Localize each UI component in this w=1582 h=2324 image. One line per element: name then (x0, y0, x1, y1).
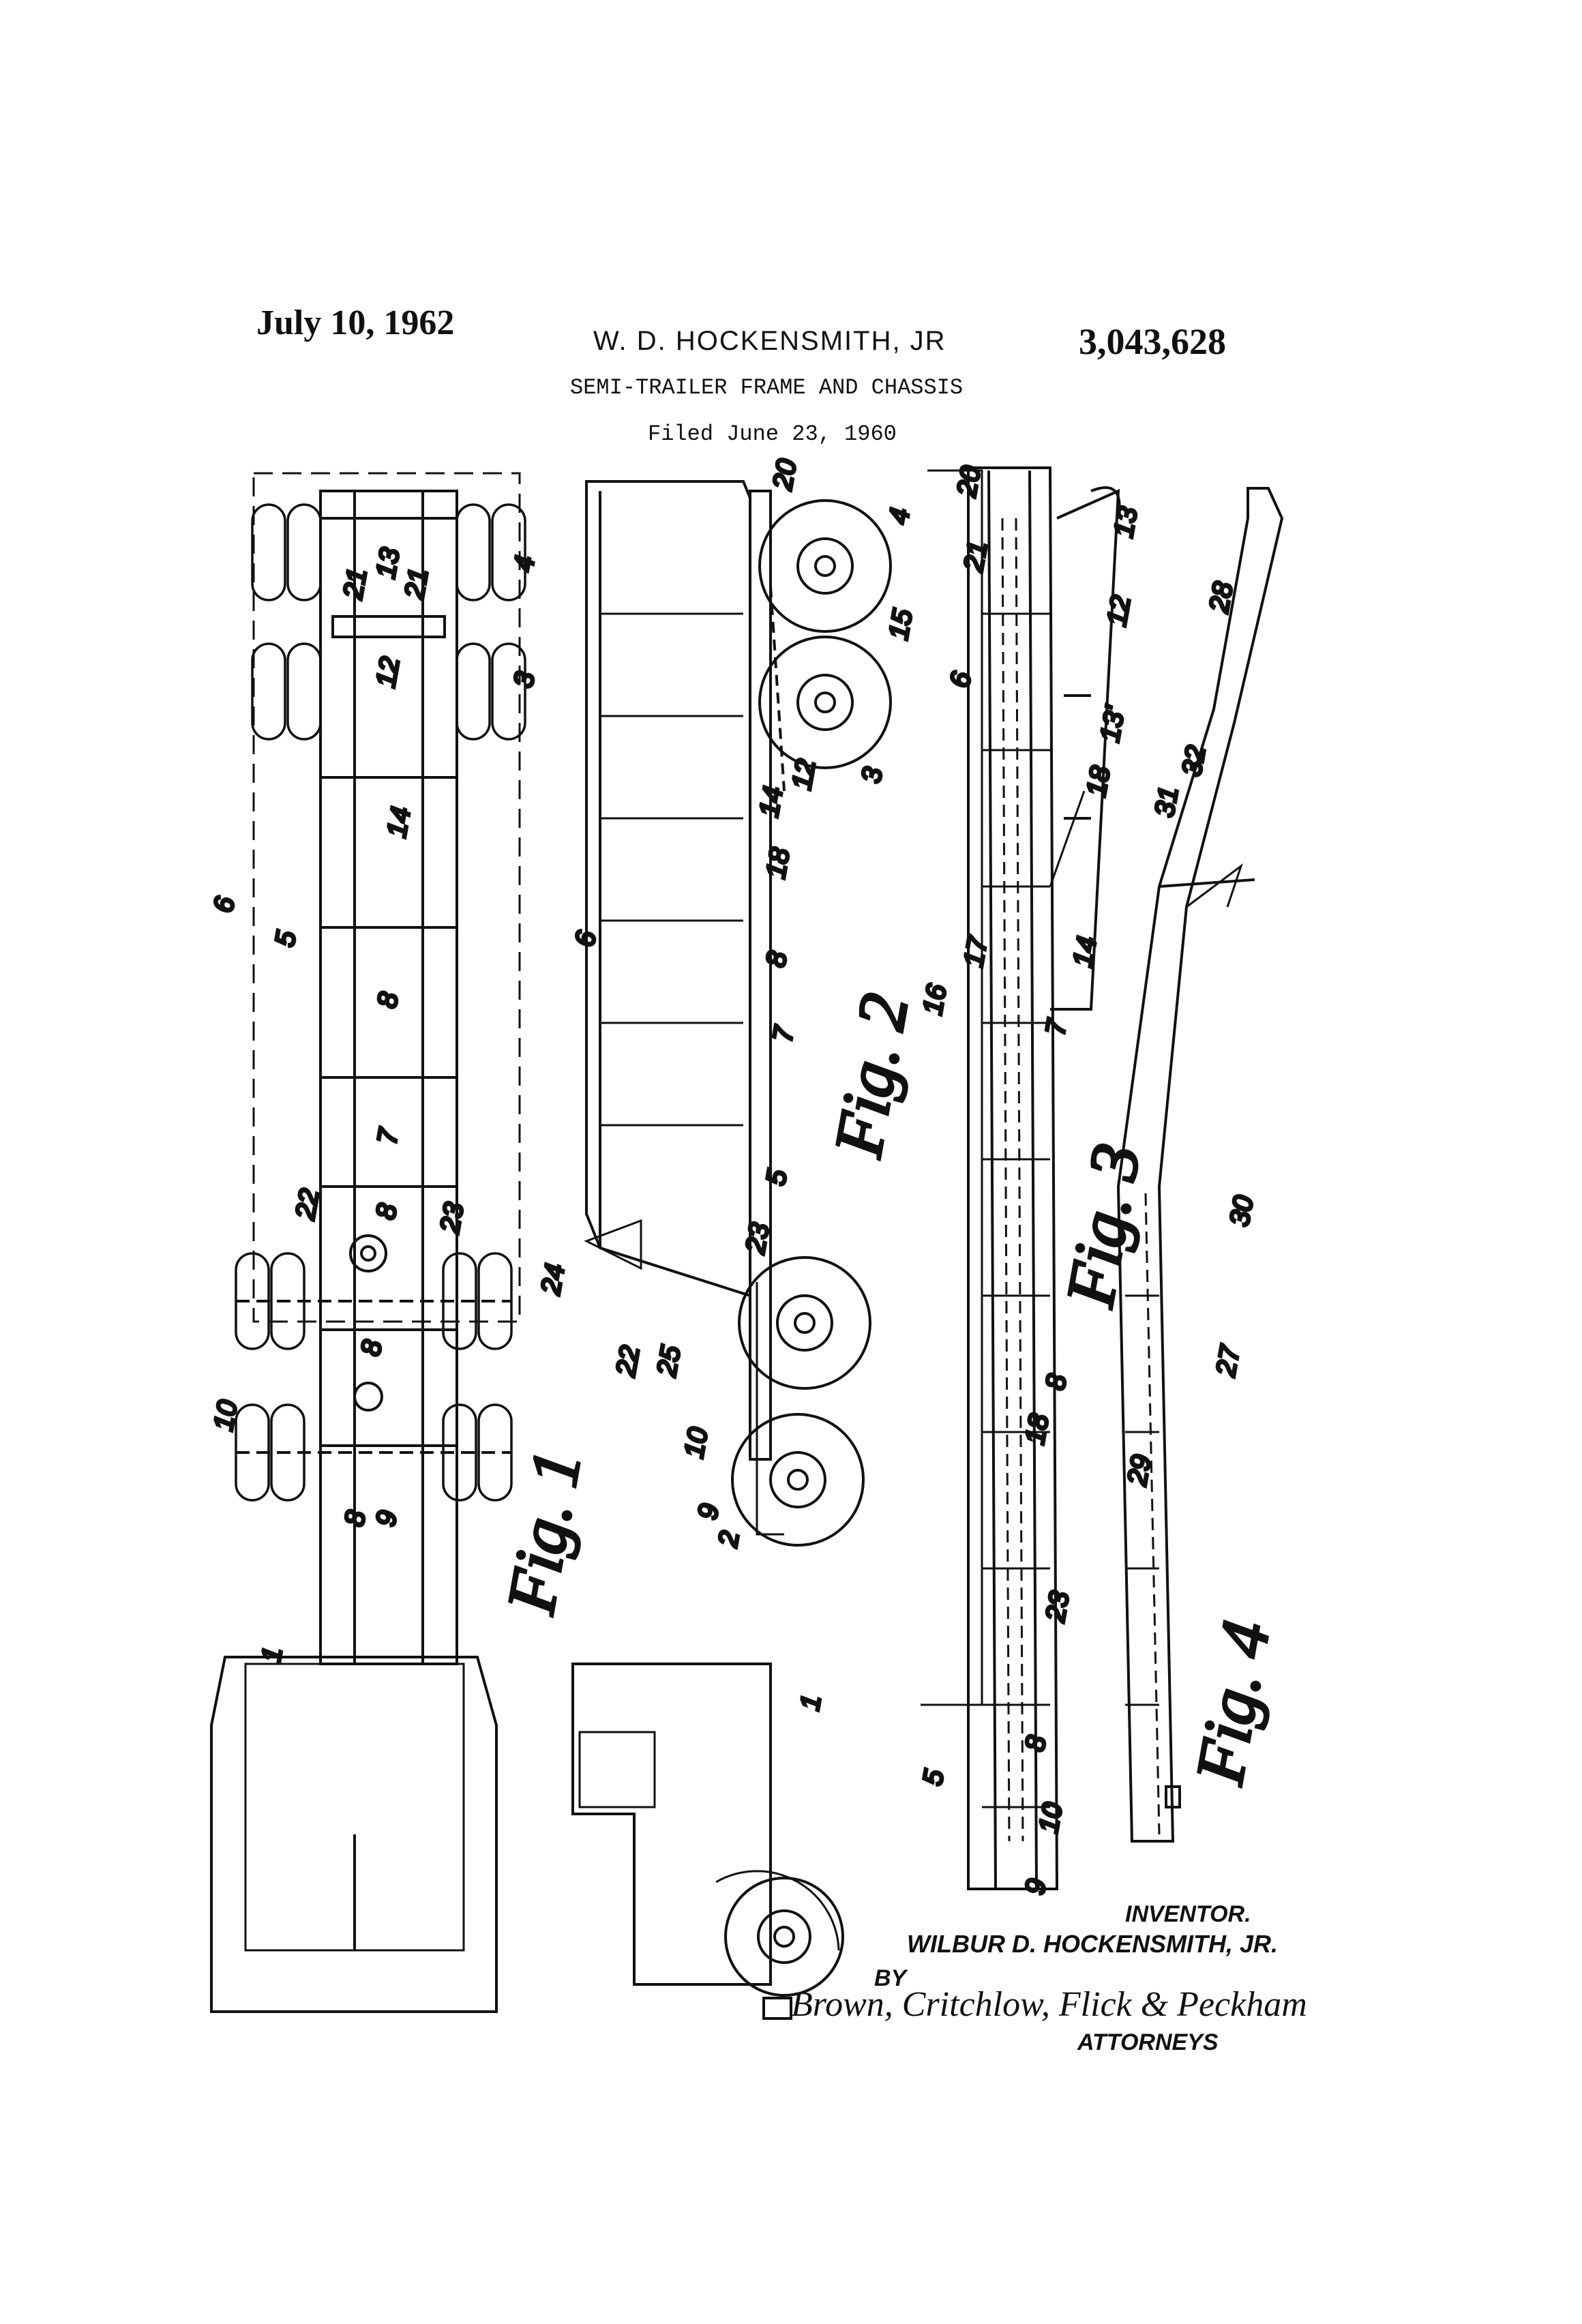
patent-date: July 10, 1962 (256, 303, 455, 342)
ref-10: 10 (679, 1425, 714, 1460)
ref-13: 13 (371, 546, 406, 580)
fig1-caption: Fig. 1 (492, 1445, 595, 1620)
ref-23: 23 (1040, 1589, 1075, 1624)
ref-24: 24 (535, 1262, 570, 1297)
ref-8: 8 (1041, 1371, 1073, 1392)
attorneys-label: ATTORNEYS (1077, 2029, 1219, 2055)
ref-1: 1 (795, 1693, 827, 1713)
fig3-caption: Fig. 3 (1051, 1138, 1154, 1313)
ref-8: 8 (761, 949, 793, 969)
ref-6: 6 (945, 669, 977, 689)
by-label: BY (874, 1965, 907, 1991)
ref-3: 3 (856, 765, 889, 786)
ref-7: 7 (768, 1023, 800, 1044)
ref-22: 22 (290, 1187, 325, 1222)
ref-21b: 21 (399, 566, 434, 601)
ref-14: 14 (754, 784, 789, 819)
ref-5: 5 (270, 928, 302, 949)
ref-17: 17 (959, 933, 994, 969)
ref-21: 21 (958, 539, 993, 574)
ref-32: 32 (1177, 743, 1212, 778)
ref-7: 7 (1041, 1016, 1073, 1037)
ref-4: 4 (884, 506, 916, 526)
ref-25: 25 (651, 1343, 686, 1379)
ref-9: 9 (371, 1508, 403, 1529)
filed-date: Filed June 23, 1960 (648, 421, 897, 447)
ref-21: 21 (338, 566, 372, 601)
ref-3: 3 (509, 670, 541, 690)
ref-7: 7 (372, 1125, 404, 1146)
inventor-name: W. D. HOCKENSMITH, JR (593, 326, 946, 356)
ref-18: 18 (1081, 763, 1116, 799)
fig4-caption: Fig. 4 (1181, 1615, 1284, 1790)
ref-10: 10 (1034, 1800, 1069, 1835)
ref-8: 8 (372, 989, 404, 1010)
ref-8c: 8 (356, 1337, 388, 1358)
ref-5: 5 (918, 1767, 950, 1787)
fig4-ref-numerals: 28 31 32 30 27 29 (1120, 578, 1260, 1489)
ref-20: 20 (767, 457, 802, 492)
ref-30: 30 (1225, 1193, 1259, 1228)
ref-18b: 18 (1020, 1411, 1055, 1446)
patent-title: SEMI-TRAILER FRAME AND CHASSIS (570, 375, 964, 400)
ref-9: 9 (1020, 1877, 1052, 1897)
ref-20: 20 (951, 464, 986, 499)
ref-31: 31 (1150, 784, 1184, 819)
ref-12: 12 (371, 655, 406, 689)
attorney-signature: Brown, Critchlow, Flick & Peckham (791, 1985, 1307, 2024)
ref-9: 9 (693, 1502, 725, 1522)
inventor-label: INVENTOR. (1125, 1901, 1251, 1927)
ref-23: 23 (434, 1200, 469, 1236)
ref-14: 14 (1068, 934, 1103, 969)
ref-16: 16 (918, 981, 953, 1017)
ref-6: 6 (570, 928, 602, 949)
ref-23: 23 (740, 1221, 775, 1256)
ref-5: 5 (761, 1167, 793, 1187)
ref-18: 18 (761, 845, 796, 880)
ref-13prime: 13' (1095, 703, 1131, 744)
ref-22: 22 (610, 1343, 645, 1379)
fig4-frame-view (1116, 487, 1284, 1843)
ref-28: 28 (1204, 579, 1238, 615)
ref-8b: 8 (371, 1201, 403, 1221)
ref-12: 12 (787, 757, 822, 792)
ref-27: 27 (1210, 1342, 1246, 1379)
fig1-plan-view (210, 472, 526, 2013)
fig2-ref-numerals: 20 4 15 3 12 14 18 8 6 7 5 23 24 22 25 1… (534, 456, 919, 1714)
ref-6: 6 (209, 894, 241, 914)
patent-number: 3,043,628 (1079, 321, 1226, 362)
ref-4: 4 (509, 554, 541, 574)
ref-8d: 8 (340, 1508, 372, 1528)
ref-13: 13 (1109, 505, 1144, 539)
inventor-full-name: WILBUR D. HOCKENSMITH, JR. (907, 1930, 1278, 1958)
ref-10: 10 (209, 1398, 243, 1433)
ref-14: 14 (382, 805, 417, 839)
ref-15: 15 (884, 606, 919, 642)
ref-2: 2 (713, 1529, 745, 1550)
ref-8b: 8 (1020, 1733, 1052, 1753)
ref-1: 1 (256, 1645, 288, 1665)
fig2-caption: Fig. 2 (820, 988, 923, 1163)
fig2-side-view (571, 480, 892, 2020)
ref-29: 29 (1122, 1452, 1156, 1488)
ref-12: 12 (1102, 593, 1137, 628)
fig3-frame-view (921, 466, 1121, 1890)
